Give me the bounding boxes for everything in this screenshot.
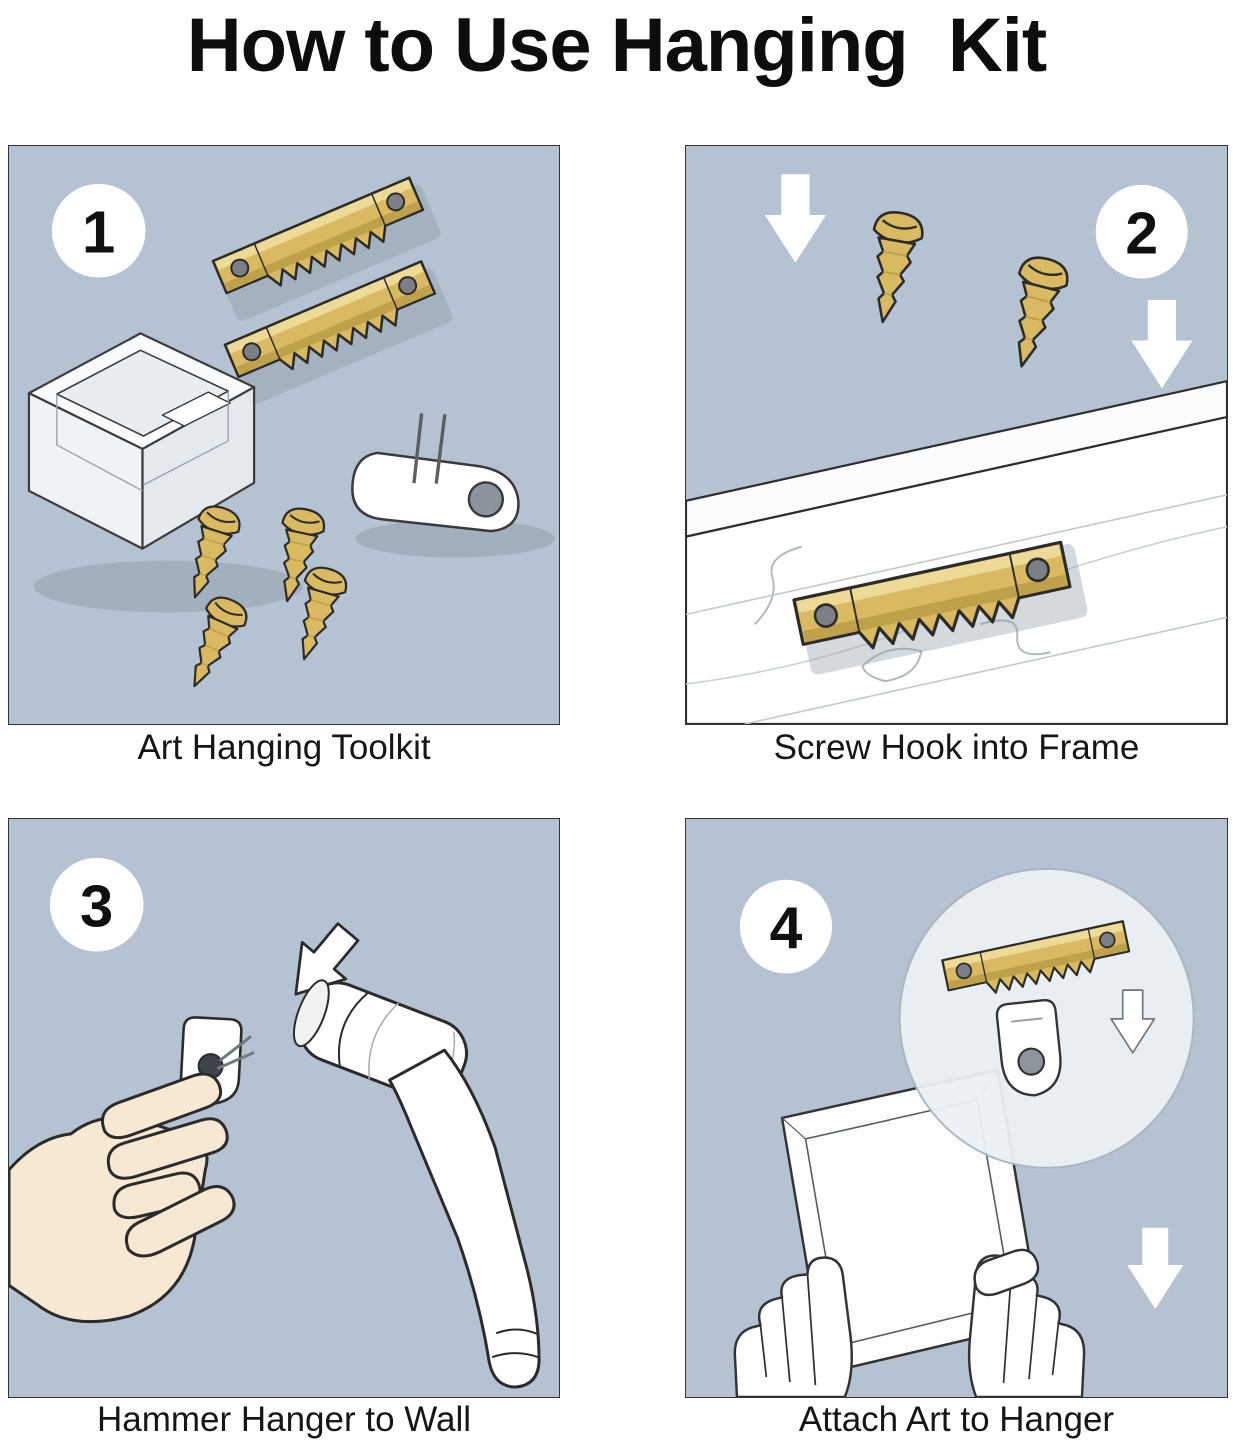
step-number-badge: 2 — [1095, 184, 1188, 279]
step-1-illustration: 1 — [27, 176, 556, 696]
index-finger — [100, 1072, 223, 1140]
step-number: 3 — [80, 873, 113, 940]
step-1-panel: 1 — [8, 145, 560, 725]
step-2-caption: Screw Hook into Frame — [773, 728, 1140, 767]
screw-icon — [857, 207, 927, 328]
thumb — [124, 1185, 236, 1258]
thumb — [973, 1248, 1040, 1297]
arrow-down-icon — [1127, 1227, 1184, 1309]
step-3-panel: 3 — [8, 818, 560, 1398]
screw-icon — [996, 251, 1073, 374]
step-2-panel: 2 — [685, 145, 1228, 725]
hammer-handle — [388, 1048, 541, 1389]
frame-board — [686, 380, 1227, 724]
step-number-badge: 3 — [49, 857, 144, 952]
page-title: How to Use Hanging Kit — [186, 3, 1047, 88]
hook-shadow — [355, 519, 556, 558]
plastic-hook-icon — [995, 998, 1062, 1097]
toolkit-box-icon — [27, 332, 256, 550]
step-4-illustration: 4 — [733, 867, 1195, 1397]
right-hand-icon — [967, 1248, 1086, 1397]
step-number-badge: 1 — [51, 183, 146, 278]
step-3-caption: Hammer Hanger to Wall — [96, 1400, 472, 1439]
step-number: 1 — [82, 199, 115, 266]
step-4-panel: 4 — [685, 818, 1228, 1398]
hand-icon — [9, 1072, 236, 1324]
plastic-hook-icon — [351, 413, 520, 533]
step-4-caption: Attach Art to Hanger — [798, 1400, 1115, 1439]
left-hand-icon — [733, 1256, 853, 1397]
step-2-illustration: 2 — [686, 174, 1227, 724]
step-3-illustration: 3 — [9, 857, 541, 1389]
step-number: 4 — [770, 894, 803, 962]
step-number: 2 — [1125, 199, 1158, 267]
hammer-icon — [292, 979, 541, 1389]
box-shadow — [33, 560, 303, 613]
arrow-down-icon — [764, 174, 826, 263]
arrow-down-icon — [1131, 299, 1193, 389]
step-1-caption: Art Hanging Toolkit — [137, 728, 431, 767]
step-number-badge: 4 — [739, 879, 833, 974]
